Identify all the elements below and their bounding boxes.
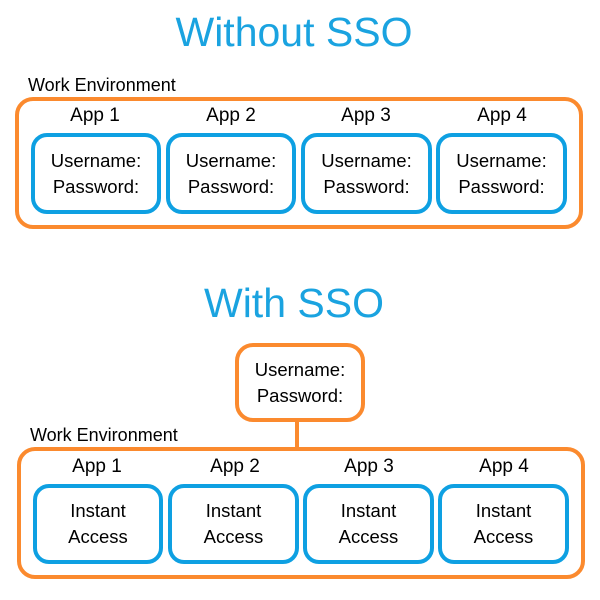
work-environment-box	[17, 447, 585, 579]
sso-login-box: Username: Password:	[235, 343, 365, 422]
password-label: Password:	[323, 175, 410, 197]
access-label: Access	[338, 526, 399, 547]
work-environment-label: Work Environment	[28, 75, 176, 95]
username-label: Username:	[50, 149, 142, 171]
username-label: Username:	[456, 149, 547, 171]
with-sso-title: With SSO	[204, 280, 384, 326]
app-login-box: Username: Password:	[436, 133, 567, 214]
username-label: Username:	[185, 149, 277, 171]
app-login-box: Username: Password:	[31, 133, 161, 214]
app-instant-access-box: Instant Access	[303, 484, 434, 564]
username-label: Username:	[321, 149, 412, 171]
password-label: Password:	[458, 175, 545, 197]
access-label: Access	[473, 526, 534, 547]
instant-label: Instant	[340, 500, 397, 521]
instant-label: Instant	[205, 500, 262, 521]
access-label: Access	[68, 526, 128, 547]
instant-label: Instant	[70, 500, 126, 521]
app-label: App 4	[477, 105, 527, 126]
app-login-box: Username: Password:	[301, 133, 432, 214]
without-sso-title: Without SSO	[175, 9, 413, 55]
app-instant-access-box: Instant Access	[168, 484, 299, 564]
app-label: App 3	[341, 105, 391, 126]
password-label: Password:	[52, 175, 140, 197]
app-label: App 2	[210, 456, 260, 477]
app-login-box: Username: Password:	[166, 133, 296, 214]
password-label: Password:	[256, 384, 344, 406]
username-label: Username:	[254, 358, 346, 380]
app-label: App 1	[70, 105, 120, 126]
app-instant-access-box: Instant Access	[438, 484, 569, 564]
work-environment-box	[15, 97, 583, 229]
sso-connector-line	[295, 421, 299, 450]
instant-label: Instant	[475, 500, 532, 521]
app-label: App 2	[206, 105, 256, 126]
app-label: App 3	[344, 456, 394, 477]
work-environment-label: Work Environment	[30, 425, 178, 445]
app-label: App 4	[479, 456, 529, 477]
app-label: App 1	[72, 456, 122, 477]
app-instant-access-box: Instant Access	[33, 484, 163, 564]
password-label: Password:	[187, 175, 275, 197]
access-label: Access	[203, 526, 264, 547]
